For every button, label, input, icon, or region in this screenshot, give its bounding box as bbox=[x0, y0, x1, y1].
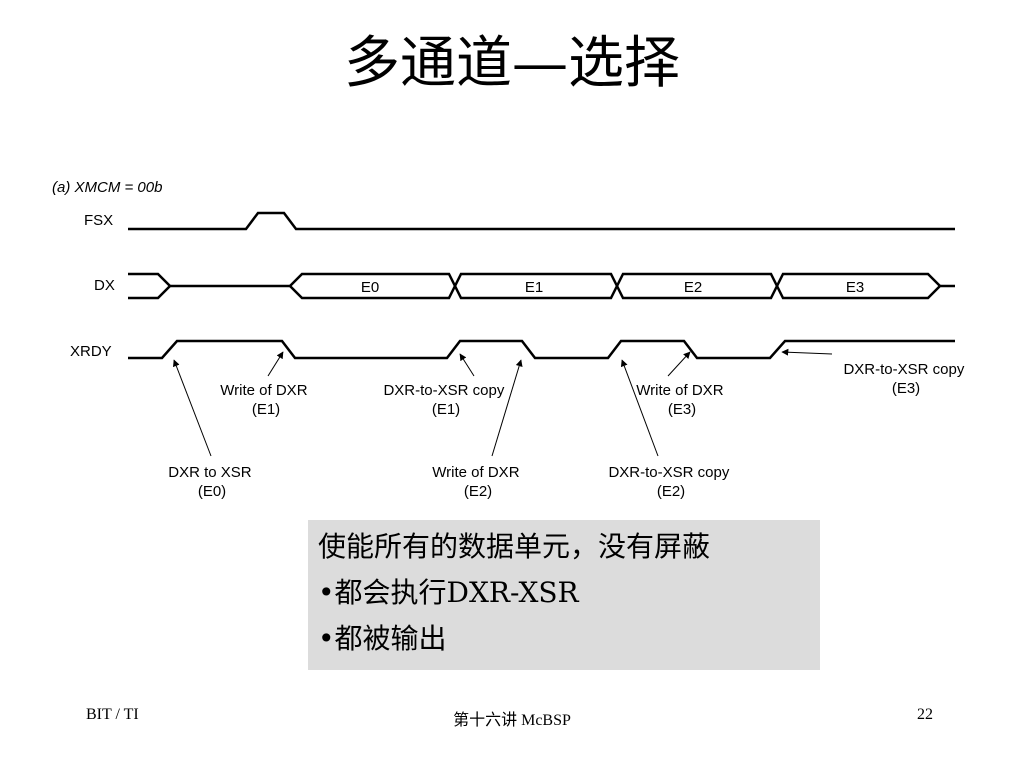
signal-label-fsx: FSX bbox=[84, 212, 113, 229]
dx-slot-e2: E2 bbox=[684, 279, 702, 296]
note-line: 使能所有的数据单元，没有屏蔽 bbox=[318, 530, 711, 563]
annotation-copy-e2: DXR-to-XSR copy (E2) bbox=[608, 464, 733, 500]
signal-label-xrdy: XRDY bbox=[70, 343, 112, 360]
annotation-xsr-e0: DXR to XSR (E0) bbox=[168, 464, 256, 500]
diagram-caption: (a) XMCM = 00b bbox=[52, 179, 162, 196]
annotation-copy-e1: DXR-to-XSR copy (E1) bbox=[383, 382, 508, 418]
dx-slot-e1: E1 bbox=[525, 279, 543, 296]
fsx-waveform bbox=[128, 211, 955, 231]
note-line: •都被输出 bbox=[318, 622, 447, 655]
note-line: •都会执行DXR-XSR bbox=[318, 576, 579, 609]
annotation-copy-e3: DXR-to-XSR copy (E3) bbox=[843, 361, 968, 397]
dx-waveform bbox=[128, 272, 955, 300]
signal-label-dx: DX bbox=[94, 277, 115, 294]
page-number: 22 bbox=[917, 706, 933, 723]
annotation-pointers bbox=[172, 348, 833, 457]
xrdy-waveform bbox=[128, 339, 955, 360]
annotation-write-e3: Write of DXR (E3) bbox=[636, 382, 727, 418]
slide-title: 多通道—选择 bbox=[344, 31, 680, 96]
dx-slot-e3: E3 bbox=[846, 279, 864, 296]
note-box: 使能所有的数据单元，没有屏蔽 •都会执行DXR-XSR •都被输出 bbox=[308, 520, 820, 670]
annotation-write-e2: Write of DXR (E2) bbox=[432, 464, 523, 500]
dx-slot-e0: E0 bbox=[361, 279, 379, 296]
footer-left: BIT / TI bbox=[86, 706, 139, 723]
footer-center: 第十六讲 McBSP bbox=[453, 712, 571, 729]
annotation-write-e1: Write of DXR (E1) bbox=[220, 382, 311, 418]
